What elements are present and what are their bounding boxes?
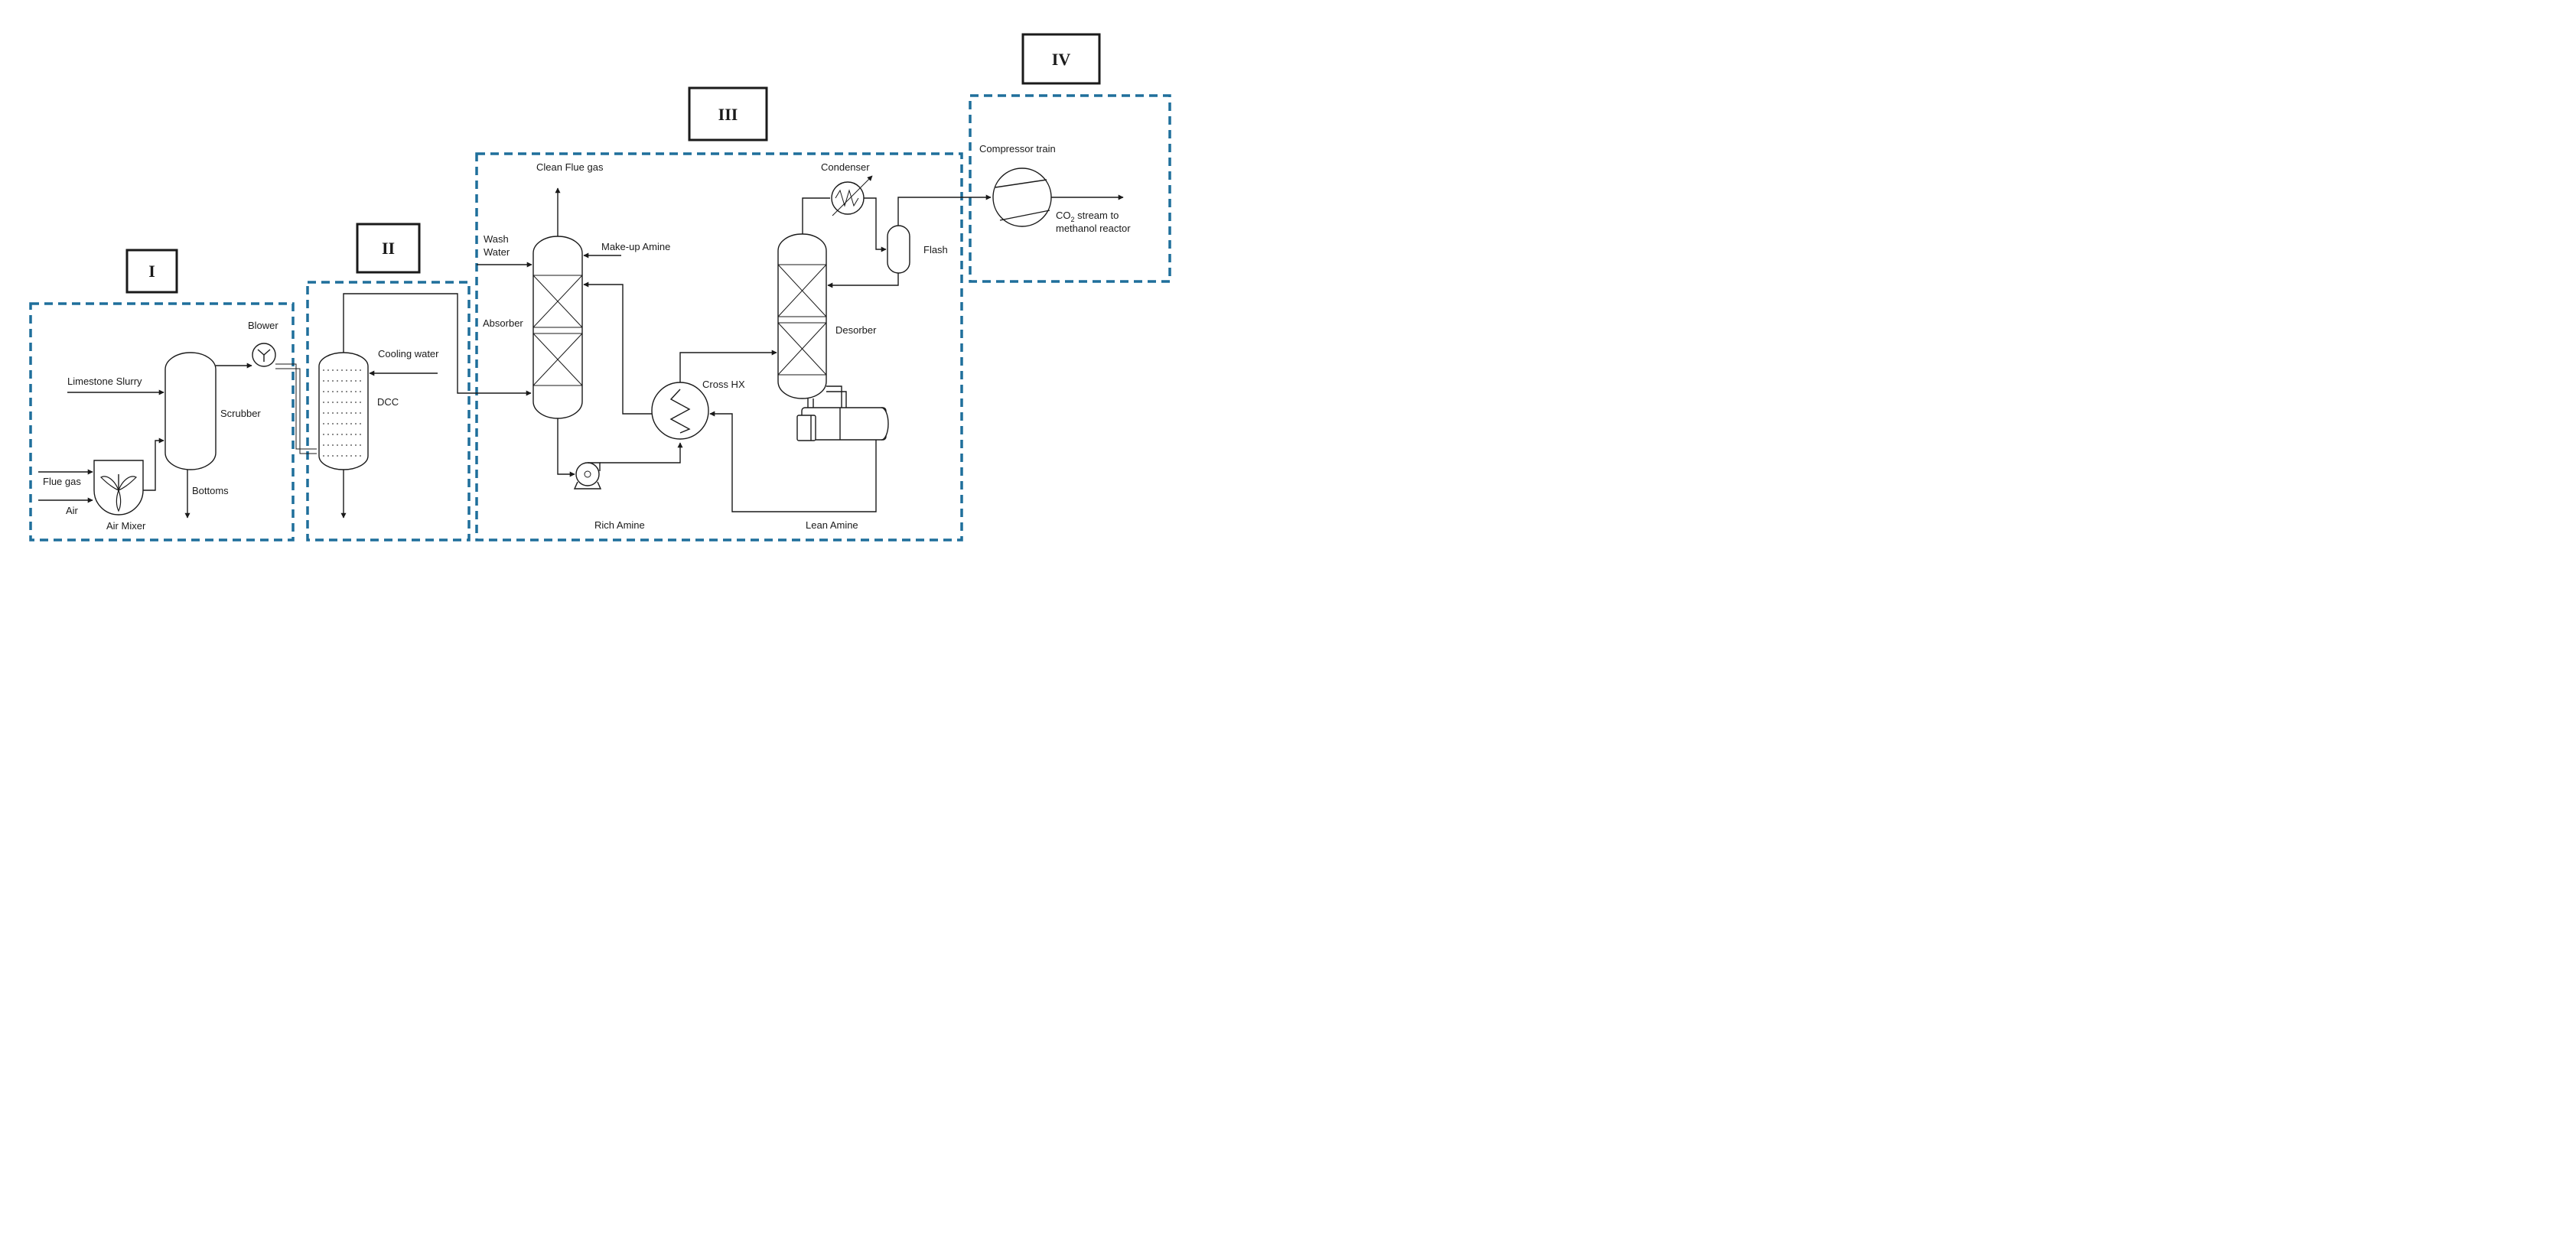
cooling-water-label: Cooling water — [378, 348, 439, 359]
absorber-packing-lower — [532, 333, 583, 386]
mixer-to-scrubber-line — [143, 437, 164, 491]
lean-amine-label: Lean Amine — [806, 519, 858, 531]
section-2-label-box — [356, 223, 421, 274]
scrubber-label: Scrubber — [220, 408, 261, 419]
flash-label: Flash — [923, 244, 948, 255]
condenser-adjust-arrow — [832, 175, 873, 216]
blower-to-dcc-duct-upper — [275, 363, 317, 450]
condenser-to-flash-line — [864, 197, 887, 252]
desorber-packing-upper — [777, 264, 827, 317]
desorber-overhead-line — [802, 197, 830, 234]
absorber-packing-upper — [532, 275, 583, 328]
co2-destination-label: methanol reactor — [1056, 223, 1131, 234]
crosshx-to-desorber-line — [679, 350, 777, 382]
cross-hx-coil-icon — [669, 389, 691, 434]
limestone-slurry-label: Limestone Slurry — [67, 376, 142, 387]
section-1-label: I — [148, 262, 155, 281]
section-4-boundary — [969, 94, 1171, 283]
co2-suffix: stream to — [1075, 210, 1119, 221]
compressor-train-label: Compressor train — [979, 143, 1056, 154]
flash-reflux-line — [827, 273, 899, 288]
co2-prefix: CO — [1056, 210, 1071, 221]
absorber-label: Absorber — [483, 317, 523, 329]
condenser-coil-icon — [835, 189, 859, 207]
cross-hx-label: Cross HX — [702, 379, 745, 390]
section-4-label: IV — [1052, 50, 1071, 69]
bottoms-label: Bottoms — [192, 485, 229, 496]
lean-amine-return-line — [709, 411, 877, 512]
section-1-label-box — [125, 249, 178, 294]
blower-label: Blower — [248, 320, 278, 331]
section-3-boundary — [475, 152, 963, 542]
scrubber-vessel — [164, 352, 217, 470]
compressor-blade-upper-icon — [995, 179, 1047, 188]
section-2-label: II — [382, 239, 395, 258]
makeup-amine-label: Make-up Amine — [601, 241, 670, 252]
wash-water-label-line2: Water — [484, 246, 510, 258]
reboiler — [796, 385, 889, 441]
dcc-label: DCC — [377, 396, 399, 408]
rich-amine-label: Rich Amine — [594, 519, 645, 531]
section-1-boundary — [29, 302, 295, 542]
lean-amine-to-absorber-line — [583, 281, 652, 415]
air-label: Air — [66, 505, 79, 516]
rich-amine-pump — [573, 462, 602, 490]
wash-water-label-line1: Wash — [484, 233, 509, 245]
section-4-label-box — [1021, 33, 1101, 85]
blower-fan-icon — [257, 349, 271, 362]
co2-subscript: 2 — [1071, 216, 1075, 223]
desorber-label: Desorber — [835, 324, 877, 336]
blower-to-dcc-duct-lower — [275, 368, 317, 454]
desorber-packing-lower — [777, 322, 827, 376]
absorber-to-pump-line — [557, 418, 575, 477]
section-3-label: III — [718, 105, 738, 124]
flash-to-compressor-line — [897, 194, 992, 226]
process-flow-diagram: I II III IV Scrubber Limestone Slurry Ai… — [29, 33, 1171, 542]
compressor-body — [992, 168, 1052, 227]
mixer-impeller-icon — [99, 474, 138, 512]
pump-to-crosshx-line — [600, 442, 683, 464]
cross-hx-body — [651, 382, 709, 440]
co2-stream-label: CO2 stream to — [1056, 210, 1119, 223]
section-2-boundary — [306, 281, 471, 542]
air-mixer-label: Air Mixer — [106, 520, 146, 532]
condenser-label: Condenser — [821, 161, 870, 173]
clean-flue-gas-label: Clean Flue gas — [536, 161, 604, 173]
condenser-body — [831, 181, 865, 215]
dcc-to-absorber-line — [343, 293, 532, 396]
compressor-blade-lower-icon — [999, 210, 1050, 221]
flash-drum — [887, 225, 910, 274]
section-3-label-box — [688, 86, 768, 141]
flue-gas-label: Flue gas — [43, 476, 81, 487]
